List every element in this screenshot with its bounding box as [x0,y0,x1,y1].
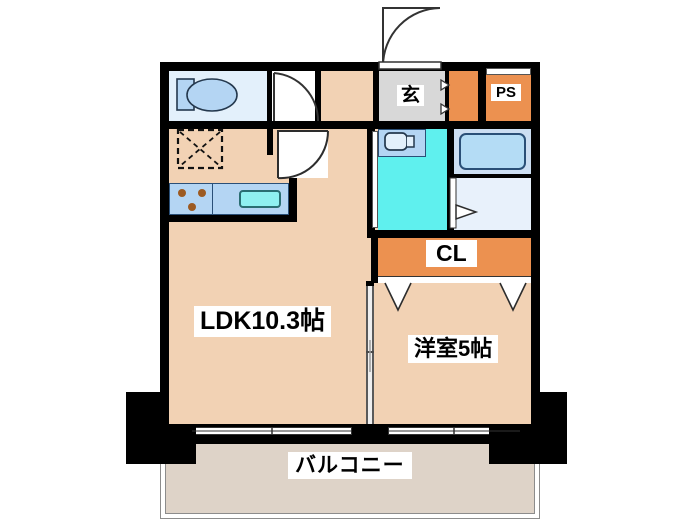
washroom-sliding-door[interactable] [372,131,378,228]
closet-door-track [378,276,531,283]
closet-left-wall [371,238,378,283]
ldk-entry-door-icon [277,130,330,180]
label-balcony: バルコニー [288,452,412,479]
toilet-right-wall [267,71,272,121]
bath-bottom-wall [367,230,531,238]
kitchen-stove-cell [169,183,213,215]
kitchen-sink-basin [239,190,281,208]
bathroom-door-icon [449,177,479,229]
hall-genkan-wall [315,71,321,121]
stove-burners-icon [178,189,206,211]
bath-mid-wall [454,174,531,178]
label-ldk: LDK10.3帖 [194,306,332,337]
pipe-shaft-vent [486,68,531,75]
ldk-floor-over-column [169,392,196,424]
bathtub [459,133,526,170]
bedroom-floor-over-column [489,392,531,424]
label-entrance: 玄 [397,85,425,106]
label-closet: CL [426,240,477,267]
bathroom-floor [454,178,531,230]
label-bedroom: 洋室5帖 [408,335,499,363]
shoe-cabinet [449,71,478,121]
kitchen-bottom-wall [169,215,297,222]
top-row-divider-wall [169,121,531,129]
shoebox-left-wall [445,71,449,121]
vanity-basin-icon [384,132,415,151]
entrance-door-icon [378,7,442,70]
toilet-fixture-icon [176,78,238,112]
shoebox-right-wall [478,71,486,121]
partition-top-stop [366,281,374,286]
genkan-left-wall [373,71,379,121]
ldk-washroom-dividing-wall [367,129,375,237]
window-mullions-icon [192,427,520,435]
hallway-wall-stub [267,129,273,155]
kitchen-counter-end-wall [289,178,297,220]
genkan-step-arrows [440,78,451,116]
refrigerator-space-icon [176,128,224,170]
label-pipe-shaft: PS [491,84,522,101]
partition-handle-icon [366,340,374,372]
closet-folding-door-icon [384,282,527,312]
toilet-door-icon [272,71,320,122]
